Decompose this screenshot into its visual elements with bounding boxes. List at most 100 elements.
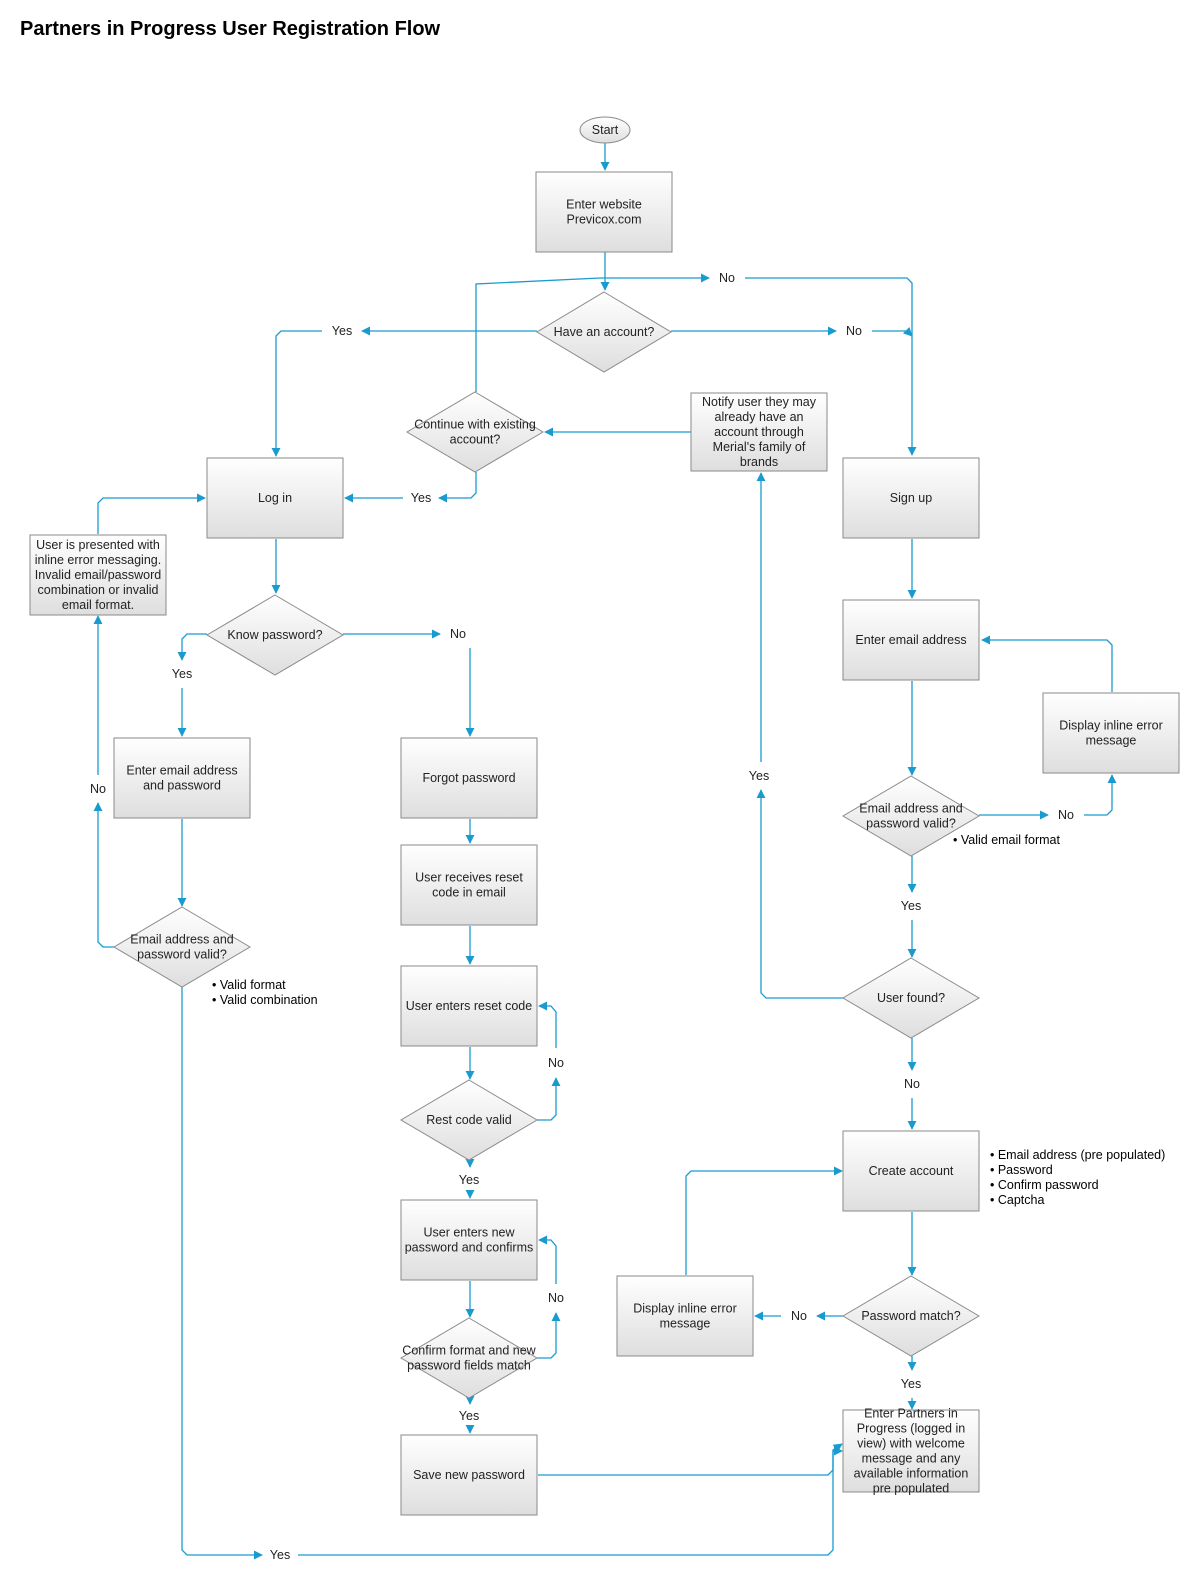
edge-know-password-yes [177,633,207,661]
node-label: Display inline error [633,1302,737,1316]
edge-label-yes-have-account: Yes [332,324,352,338]
node-label: inline error messaging. [35,553,161,567]
node-label: password and confirms [405,1241,534,1255]
node-save-password: Save new password [400,1434,538,1516]
node-label: account? [450,433,501,447]
note-create-account-fields: • Email address (pre populated)• Passwor… [990,1148,1165,1207]
node-forgot-password: Forgot password [400,737,538,819]
node-label: Enter website [566,198,642,212]
node-label: and password [143,779,221,793]
node-label: email format. [62,598,134,612]
note-line: • Valid combination [212,993,318,1007]
note-line: • Valid email format [953,833,1060,847]
node-label: Enter Partners in [864,1407,958,1421]
edge-reset-valid-no [537,1077,561,1121]
node-shape [400,965,538,1047]
edge-signup-valid-no-up [1084,774,1117,816]
node-label: User receives reset [415,871,523,885]
node-label: User enters new [423,1226,515,1240]
edge-label-no-top: No [719,271,735,285]
edge-error-to-login [97,493,206,534]
note-line: • Password [990,1163,1053,1177]
edge-label-yes-password-match: Yes [901,1377,921,1391]
edge-save-to-pip [538,1446,843,1476]
node-shape [400,1434,538,1516]
node-label: available information [854,1467,969,1481]
node-shape [842,599,980,681]
node-label: pre populated [873,1482,950,1496]
node-label: Start [592,123,619,137]
node-label: Sign up [890,491,932,505]
node-label: Forgot password [422,771,515,785]
edge-label-yes-confirm-format: Yes [459,1409,479,1423]
node-shape [842,957,980,1039]
node-label: Merial's family of [713,440,806,454]
edge-continue-yes-to-login [438,472,477,503]
node-label: Rest code valid [426,1113,512,1127]
node-user-found: User found? [842,957,980,1039]
edge-label-no-signup-valid: No [1058,808,1074,822]
node-label: combination or invalid [38,583,159,597]
node-start: Start [579,116,631,144]
node-shape [400,1079,538,1161]
node-label: User found? [877,991,945,1005]
node-shape [536,291,672,373]
node-know-password: Know password? [206,594,344,676]
node-shape [400,737,538,819]
edge-login-valid-no-up [93,802,114,948]
node-have-account: Have an account? [536,291,672,373]
node-shape [1042,692,1180,774]
node-shape [535,171,673,253]
node-shape [113,737,251,819]
node-password-match: Password match? [842,1275,980,1357]
node-create-account: Create account [842,1130,980,1212]
edge-reset-valid-no-up [538,1001,557,1048]
node-shape [400,1199,538,1281]
node-enter-email-signup: Enter email address [842,599,980,681]
edge-user-found-yes [756,789,844,999]
note-login-valid-criteria: • Valid format• Valid combination [212,978,318,1007]
node-reset-valid: Rest code valid [400,1079,538,1161]
node-label: message [660,1317,711,1331]
node-label: password valid? [866,817,956,831]
node-label: User is presented with [36,538,160,552]
edge-label-yes-continue: Yes [411,491,431,505]
node-shape [206,457,344,539]
node-label: Confirm format and new [402,1344,536,1358]
node-shape [690,392,828,472]
node-label: view) with welcome [857,1437,965,1451]
edge-label-no-reset-valid: No [548,1056,564,1070]
node-sign-up: Sign up [842,457,980,539]
node-shape [842,1275,980,1357]
node-shape [206,594,344,676]
note-line: • Email address (pre populated) [990,1148,1165,1162]
node-label: Know password? [227,628,322,642]
node-shape [113,906,251,988]
node-label: User enters reset code [406,999,532,1013]
edge-label-no-know-password: No [450,627,466,641]
node-label: message and any [862,1452,961,1466]
node-label: code in email [432,886,506,900]
page-title: Partners in Progress User Registration F… [20,18,441,40]
node-log-in: Log in [206,457,344,539]
edge-label-no-have-account: No [846,324,862,338]
edge-confirm-no [537,1312,561,1359]
node-label: Previcox.com [566,213,641,227]
node-label: Display inline error [1059,719,1163,733]
edge-label-yes-know-password: Yes [172,667,192,681]
node-label: Email address and [859,802,963,816]
node-label: Have an account? [554,325,655,339]
edge-label-no-user-found: No [904,1077,920,1091]
node-shape [406,391,544,473]
